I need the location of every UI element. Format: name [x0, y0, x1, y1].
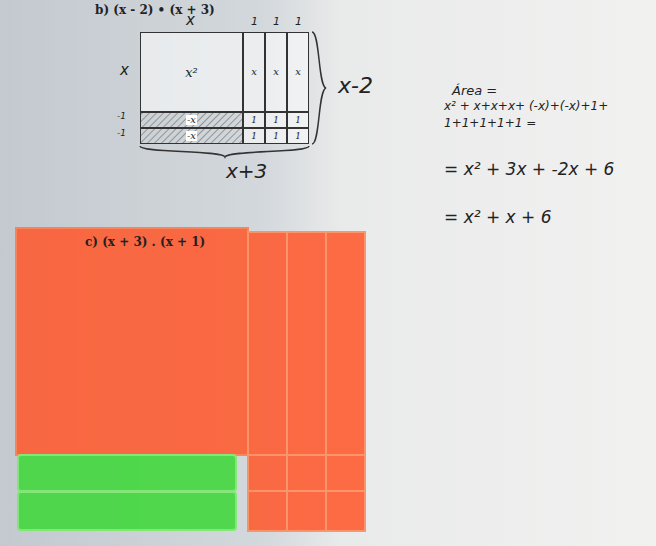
unit-tile: 1	[287, 128, 309, 144]
tile-label: 1	[272, 132, 280, 141]
side-length: x-2	[338, 74, 373, 98]
brace	[140, 146, 309, 157]
dimension-label: x	[120, 62, 129, 79]
tile-label: 1	[294, 132, 302, 141]
dimension-label: 1	[251, 16, 258, 28]
dimension-label: x	[186, 12, 195, 29]
tile-label: x	[272, 67, 280, 77]
area-heading: Área =	[452, 84, 497, 98]
tile-label: 1	[250, 132, 258, 141]
tile-label: x	[250, 67, 258, 77]
unit-tile: 1	[265, 128, 287, 144]
area-sum: 1+1+1+1+1 =	[444, 117, 536, 130]
dimension-label: -1	[117, 129, 126, 139]
hatch-fill	[140, 112, 243, 144]
unit-tile: 1	[243, 128, 265, 144]
tile-label: 1	[272, 116, 280, 125]
side-length: x+3	[226, 160, 267, 182]
x-tile: x	[265, 32, 287, 112]
brace	[312, 32, 326, 144]
x-squared-tile: x²	[140, 32, 243, 112]
x-tile: x	[287, 32, 309, 112]
unit-tile: 1	[265, 112, 287, 128]
tile-label: 1	[250, 116, 258, 125]
dimension-label: 1	[295, 16, 302, 28]
area-step: = x² + 3x + -2x + 6	[444, 160, 614, 179]
unit-tile: 1	[243, 112, 265, 128]
negative-x-tile: -x	[140, 112, 243, 128]
tile-label: -x	[186, 131, 197, 141]
plastic-tiles	[16, 228, 365, 531]
dimension-label: 1	[273, 16, 280, 28]
tile-label: 1	[294, 116, 302, 125]
tile-label: x²	[184, 66, 199, 79]
exercise-heading: b) (x - 2) • (x + 3)	[95, 4, 215, 17]
x-tile: x	[243, 32, 265, 112]
tile-label: x	[294, 67, 302, 77]
unit-tile: 1	[287, 112, 309, 128]
exercise-heading: c) (x + 3) . (x + 1)	[85, 236, 205, 249]
tile-label: -x	[186, 115, 197, 125]
area-result: = x² + x + 6	[444, 208, 552, 227]
negative-x-tile: -x	[140, 128, 243, 144]
area-sum: x² + x+x+x+ (-x)+(-x)+1+	[444, 100, 608, 113]
dimension-label: -1	[117, 112, 126, 122]
